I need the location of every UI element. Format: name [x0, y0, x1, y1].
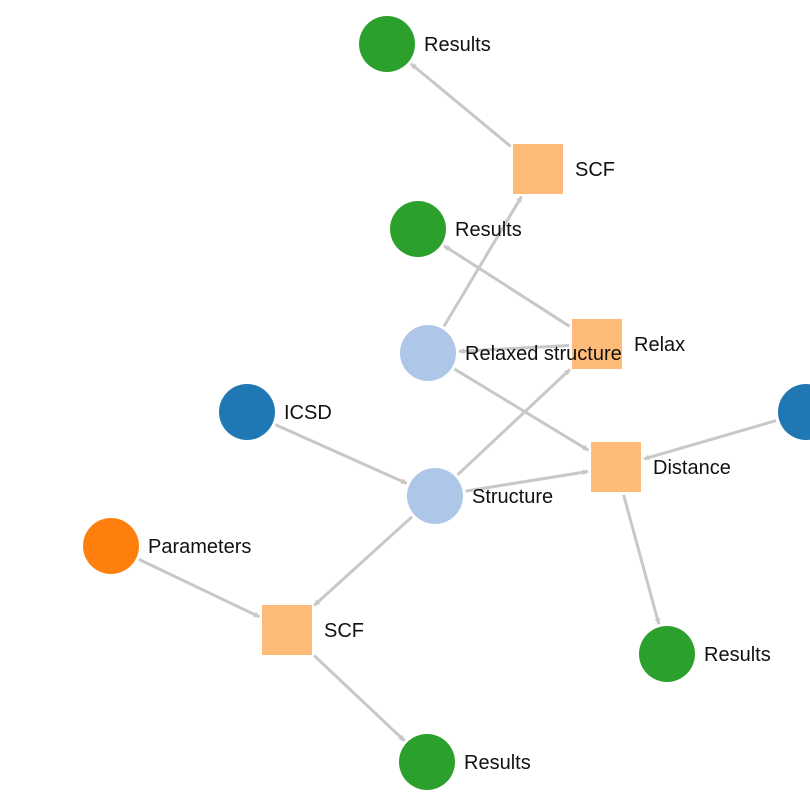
node-results-right[interactable] — [639, 626, 695, 682]
edge-icsd-to-structure — [274, 423, 408, 485]
node-label-distance: Distance — [653, 457, 731, 479]
nodes-layer — [83, 16, 810, 790]
edge-relaxed-to-distance — [453, 367, 590, 452]
edge-structure-to-relax — [456, 368, 571, 476]
node-label-results-bottom: Results — [464, 752, 531, 774]
node-label-scf-top: SCF — [575, 159, 615, 181]
edge-parameters-to-scf_bottom — [138, 557, 260, 619]
edge-structure-to-distance — [465, 469, 589, 493]
node-relax[interactable] — [572, 319, 622, 369]
node-results-top[interactable] — [359, 16, 415, 72]
node-label-results-top: Results — [424, 34, 491, 56]
edges-layer — [138, 62, 777, 742]
node-structure[interactable] — [407, 468, 463, 524]
node-label-relaxed: Relaxed structure — [465, 343, 622, 365]
node-distance[interactable] — [591, 442, 641, 492]
node-label-icsd: ICSD — [284, 402, 332, 424]
edge-scf_bottom-to-results_bottom — [313, 654, 406, 742]
node-label-results-mid: Results — [455, 219, 522, 241]
node-results-bottom[interactable] — [399, 734, 455, 790]
node-parameters[interactable] — [83, 518, 139, 574]
node-label-scf-bottom: SCF — [324, 620, 364, 642]
node-code-right[interactable] — [778, 384, 810, 440]
node-results-mid[interactable] — [390, 201, 446, 257]
node-label-structure: Structure — [472, 486, 553, 508]
node-icsd[interactable] — [219, 384, 275, 440]
edge-relax-to-results_mid — [443, 244, 571, 328]
node-label-results-right: Results — [704, 644, 771, 666]
edge-code_right-to-distance — [643, 419, 777, 461]
edge-relax-to-relaxed — [458, 343, 570, 355]
node-label-relax: Relax — [634, 334, 685, 356]
node-scf-top[interactable] — [513, 144, 563, 194]
node-relaxed[interactable] — [400, 325, 456, 381]
edge-structure-to-scf_bottom — [313, 515, 414, 607]
edge-relaxed-to-scf_top — [442, 195, 523, 328]
edge-distance-to-results_right — [622, 494, 661, 625]
node-label-parameters: Parameters — [148, 536, 251, 558]
edge-scf_top-to-results_top — [409, 62, 512, 148]
node-scf-bottom[interactable] — [262, 605, 312, 655]
